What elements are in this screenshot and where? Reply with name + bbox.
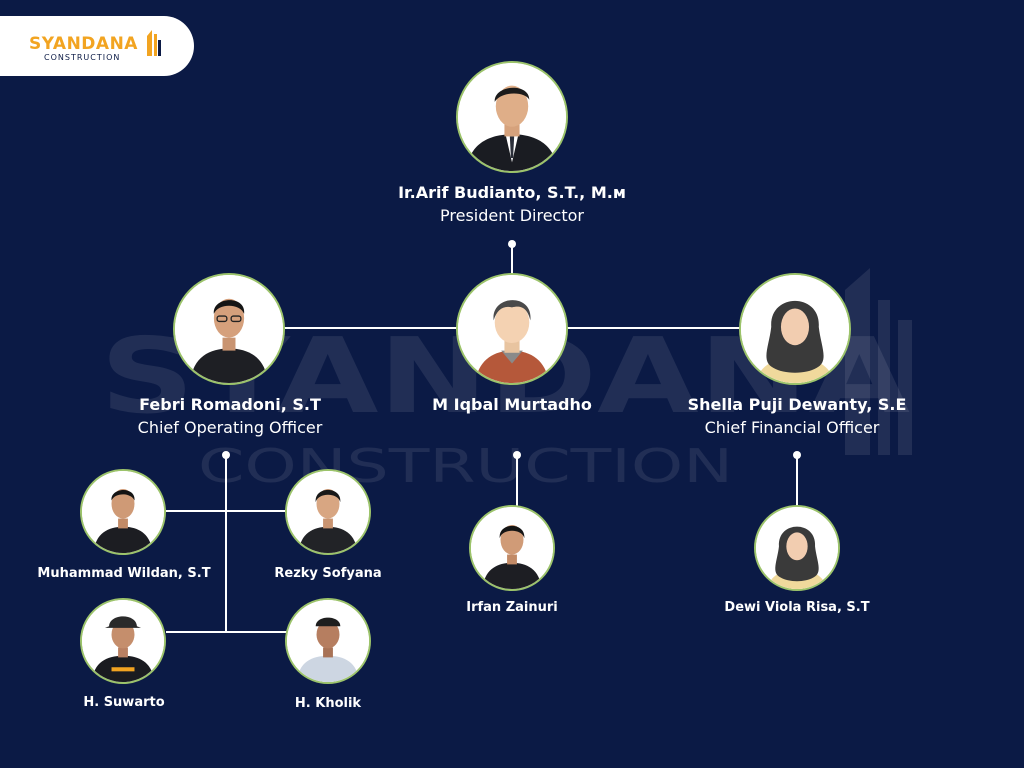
role-shella: Chief Financial Officer [704,418,880,437]
name-febri: Febri Romadoni, S.T [139,395,321,414]
logo-subtitle: CONSTRUCTION [44,53,121,62]
name-wildan: Muhammad Wildan, S.T [37,566,211,581]
female-hijab-avatar-icon [741,275,849,383]
avatar-suwarto [80,598,166,684]
role-febri: Chief Operating Officer [137,418,323,437]
logo-wordmark: SYANDANA [29,34,138,54]
person-photo-icon [287,600,369,682]
name-iqbal: M Iqbal Murtadho [432,395,592,414]
avatar-rezky [285,469,371,555]
male-avatar-icon [458,275,566,383]
person-photo-icon [458,63,566,171]
avatar-shella [739,273,851,385]
avatar-kholik [285,598,371,684]
role-arif: President Director [440,206,584,225]
logo-building-icon [147,30,161,56]
logo-badge [0,16,194,76]
person-photo-icon [82,471,164,553]
name-suwarto: H. Suwarto [83,695,165,710]
avatar-dewi [754,505,840,591]
name-irfan: Irfan Zainuri [466,600,558,615]
avatar-arif [456,61,568,173]
person-photo-icon [287,471,369,553]
person-photo-icon [471,507,553,589]
name-arif: Ir.Arif Budianto, S.T., M.м [398,183,626,202]
name-shella: Shella Puji Dewanty, S.E [687,395,907,414]
avatar-wildan [80,469,166,555]
avatar-febri [173,273,285,385]
watermark-sub: CONSTRUCTION [198,439,733,493]
person-photo-icon [82,600,164,682]
female-hijab-avatar-icon [756,507,838,589]
name-kholik: H. Kholik [294,696,362,711]
name-dewi: Dewi Viola Risa, S.T [724,600,870,615]
avatar-irfan [469,505,555,591]
name-rezky: Rezky Sofyana [274,566,382,581]
avatar-iqbal [456,273,568,385]
person-photo-icon [175,275,283,383]
watermark-building-icon [845,268,912,455]
